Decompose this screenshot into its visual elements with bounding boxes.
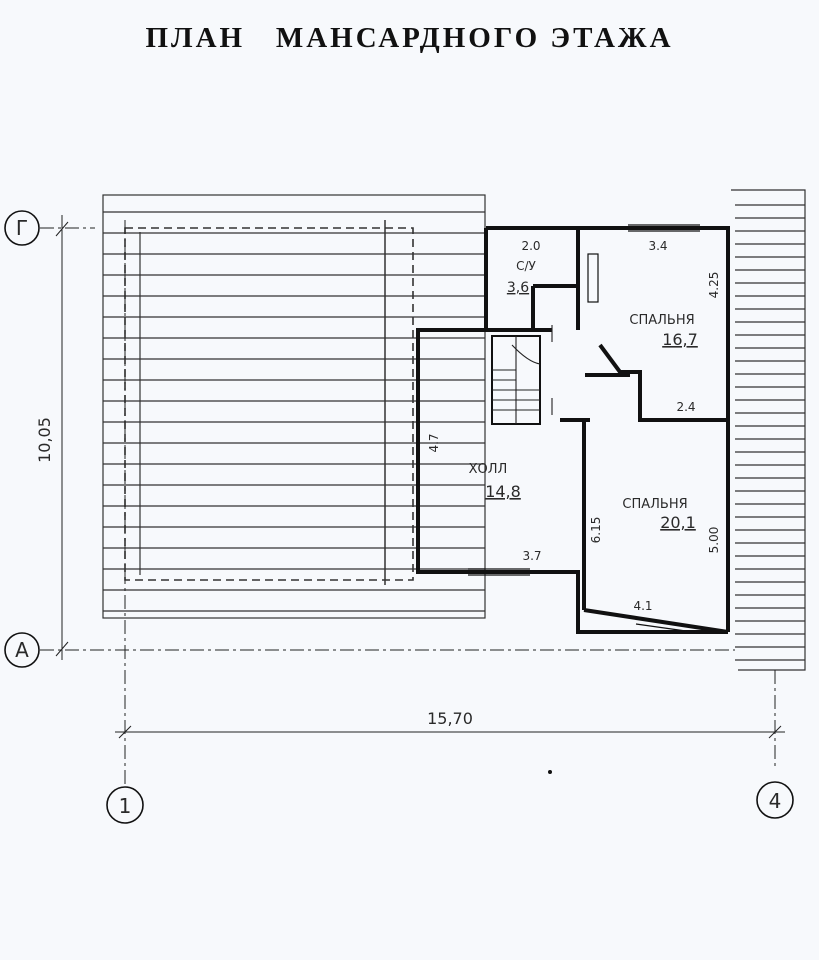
bedroom2-dim-left: 6.15 xyxy=(589,517,603,544)
roof-left xyxy=(102,194,486,619)
hall-dim-bottom: 3.7 xyxy=(522,549,541,563)
ink-dot xyxy=(548,770,552,774)
wc-dim-top: 2.0 xyxy=(521,239,540,253)
axis-bubble-g xyxy=(4,210,40,246)
bedroom2-dim-bottom: 4.1 xyxy=(633,599,652,613)
bedroom1-area: 16,7 xyxy=(662,330,698,349)
bedroom1-name: СПАЛЬНЯ xyxy=(629,313,694,328)
bedroom2-name: СПАЛЬНЯ xyxy=(622,497,687,512)
axis-bubbles xyxy=(4,210,794,824)
windows xyxy=(468,224,701,634)
axis-label-a: А xyxy=(15,638,29,662)
hall-dim-side: 4.7 xyxy=(427,433,441,452)
axis-label-4: 4 xyxy=(769,789,782,813)
dim-width-total: 15,70 xyxy=(427,709,473,728)
dimension-lines xyxy=(55,215,785,739)
axis-bubble-1 xyxy=(106,786,144,824)
axis-bubble-a xyxy=(4,632,40,668)
bedroom1-dim-side: 4.25 xyxy=(707,272,721,299)
hall-area: 14,8 xyxy=(485,482,521,501)
wc-name: С/У xyxy=(516,259,536,273)
stairs xyxy=(492,325,553,424)
bedroom1-dim-top: 3.4 xyxy=(648,239,667,253)
wc-area: 3,6 xyxy=(507,280,529,296)
axis-bubble-4 xyxy=(756,781,794,819)
axis-label-g: Г xyxy=(16,216,28,240)
bedroom2-area: 20,1 xyxy=(660,513,696,532)
dim-height-total: 10,05 xyxy=(35,417,54,463)
page-title: ПЛАН МАНСАРДНОГО ЭТАЖА xyxy=(145,22,674,54)
axis-lines xyxy=(40,220,776,790)
axis-label-1: 1 xyxy=(119,794,132,818)
hall-name: ХОЛЛ xyxy=(469,462,508,477)
bedroom1-dim-bottom: 2.4 xyxy=(676,400,695,414)
walls xyxy=(416,226,730,634)
bedroom2-dim-right: 5.00 xyxy=(707,527,721,554)
roof-right xyxy=(731,189,806,671)
